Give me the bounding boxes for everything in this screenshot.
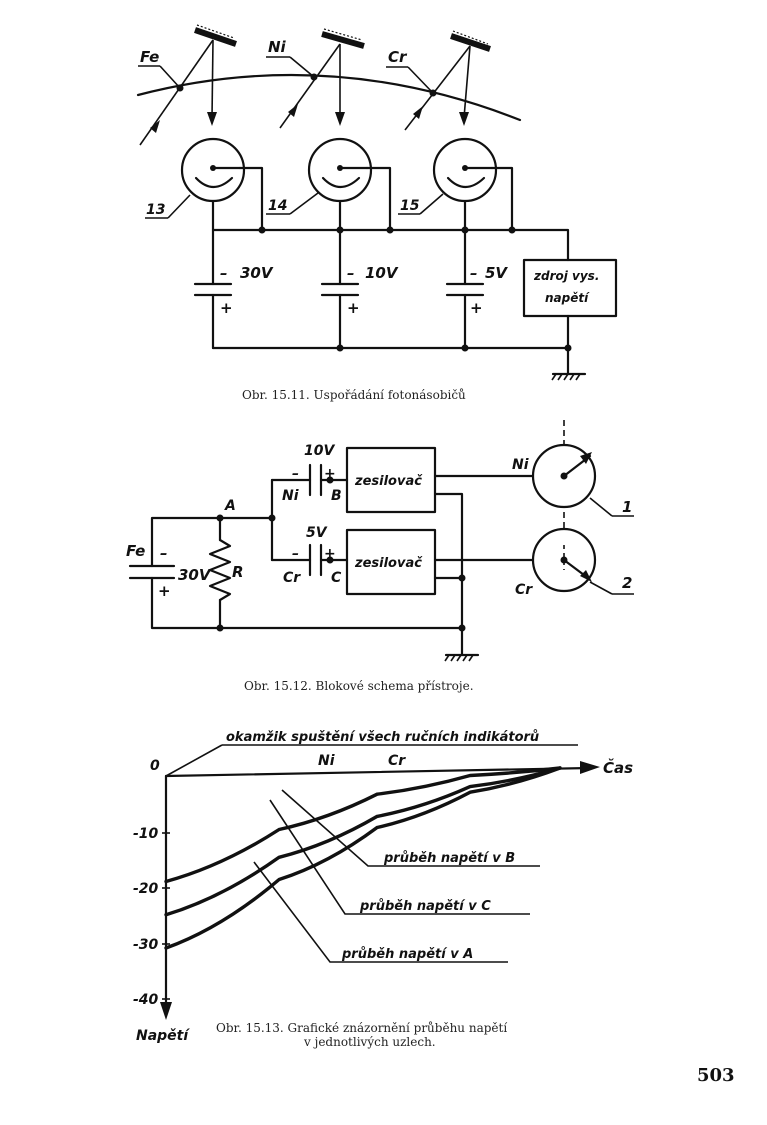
tube-number-13: 13 bbox=[146, 202, 165, 218]
leader-b bbox=[281, 789, 540, 867]
hv-source-box bbox=[522, 258, 618, 318]
fe-plus: + bbox=[158, 582, 171, 600]
plus-30v: + bbox=[220, 299, 233, 317]
battery-10v bbox=[320, 282, 360, 350]
node-c-label: C bbox=[331, 570, 342, 586]
minus-5v: – bbox=[470, 264, 478, 282]
ground-symbol-2 bbox=[444, 653, 480, 662]
fe-label: Fe bbox=[126, 542, 145, 560]
sample-arc bbox=[136, 73, 522, 122]
legend-a: průběh napětí v A bbox=[341, 947, 473, 962]
node-a-label: A bbox=[224, 498, 236, 514]
mirror-cr bbox=[450, 30, 491, 52]
figure-photomultiplier-arrangement: Fe Ni Cr 13 14 bbox=[136, 24, 618, 402]
voltage-axis-label: Napětí bbox=[136, 1028, 190, 1044]
ni-voltage: 10V bbox=[304, 443, 335, 459]
figure-voltage-graph: okamžik spuštění všech ručních indikátor… bbox=[133, 730, 633, 1049]
amplifier-ni-label: zesilovač bbox=[354, 474, 423, 489]
y-tick-neg20: -20 bbox=[133, 881, 159, 897]
ni-output-label: Ni bbox=[512, 457, 529, 473]
curve-voltage-b bbox=[164, 766, 562, 884]
minus-30v: – bbox=[220, 264, 228, 282]
cr-marker-label: Cr bbox=[388, 753, 406, 769]
anode-wire-15 bbox=[490, 166, 514, 232]
voltage-5v: 5V bbox=[485, 264, 508, 282]
photomultiplier-13 bbox=[180, 137, 246, 203]
mirror-fe bbox=[194, 24, 237, 47]
fe-minus: – bbox=[160, 544, 168, 562]
legend-b: průběh napětí v B bbox=[383, 851, 515, 866]
cr-minus: – bbox=[292, 546, 299, 562]
label-fe: Fe bbox=[140, 48, 159, 66]
minus-10v: – bbox=[347, 264, 355, 282]
anode-wire-13 bbox=[238, 166, 264, 232]
anode-wire-14 bbox=[365, 166, 392, 232]
y-tick-0: 0 bbox=[150, 758, 160, 774]
time-axis-arrow bbox=[580, 761, 600, 774]
y-tick-neg10: -10 bbox=[133, 826, 159, 842]
hv-source-label-2: napětí bbox=[545, 291, 590, 305]
caption-fig-15-13-line2: v jednotlivých uzlech. bbox=[303, 1035, 436, 1049]
common-rail bbox=[211, 228, 570, 262]
meter-1-label: 1 bbox=[622, 498, 632, 516]
cr-voltage: 5V bbox=[306, 525, 328, 541]
amplifier-cr bbox=[345, 528, 437, 596]
meter-2 bbox=[531, 512, 597, 593]
ni-minus: – bbox=[292, 466, 299, 482]
leader-c bbox=[269, 799, 530, 915]
caption-fig-15-12: Obr. 15.12. Blokové schema přístroje. bbox=[244, 679, 474, 693]
tube-number-14: 14 bbox=[268, 198, 287, 214]
ni-marker-label: Ni bbox=[318, 753, 335, 769]
time-axis-label: Čas bbox=[603, 757, 633, 777]
plus-5v: + bbox=[470, 299, 483, 317]
photomultiplier-15 bbox=[432, 137, 498, 203]
ground-symbol bbox=[551, 372, 587, 381]
fe-voltage: 30V bbox=[178, 566, 212, 584]
light-ray-fe bbox=[139, 39, 217, 146]
y-tick-neg30: -30 bbox=[133, 937, 159, 953]
meter-2-label: 2 bbox=[622, 574, 632, 592]
caption-fig-15-11: Obr. 15.11. Uspořádání fotonásobičů bbox=[242, 387, 466, 402]
cr-plus: + bbox=[324, 546, 336, 562]
leader-a bbox=[253, 861, 508, 963]
time-axis bbox=[164, 766, 592, 778]
plus-10v: + bbox=[347, 299, 360, 317]
mirror-ni bbox=[321, 28, 365, 49]
amplifier-cr-label: zesilovač bbox=[354, 556, 423, 571]
cr-output-label: Cr bbox=[515, 582, 533, 598]
voltage-30v: 30V bbox=[240, 264, 274, 282]
meter-1 bbox=[531, 420, 597, 509]
legend-c: průběh napětí v C bbox=[359, 899, 491, 914]
curve-voltage-c bbox=[164, 766, 562, 917]
top-annotation: okamžik spuštění všech ručních indikátor… bbox=[226, 730, 539, 745]
amplifier-ni bbox=[345, 446, 437, 514]
battery-5v bbox=[445, 282, 485, 350]
page-number: 503 bbox=[697, 1065, 735, 1086]
figure-block-schema: Fe – + 30V R A 10V – + Ni B 5V – + bbox=[126, 420, 634, 693]
label-ni: Ni bbox=[268, 38, 287, 56]
battery-30v bbox=[193, 282, 233, 350]
y-tick-neg40: -40 bbox=[133, 992, 159, 1008]
caption-fig-15-13-line1: Obr. 15.13. Grafické znázornění průběhu … bbox=[216, 1020, 507, 1035]
resistor-label: R bbox=[232, 563, 244, 581]
label-cr: Cr bbox=[388, 48, 408, 66]
photomultiplier-14 bbox=[307, 137, 373, 203]
cr-branch-label: Cr bbox=[283, 570, 301, 586]
hv-source-label-1: zdroj vys. bbox=[533, 269, 599, 283]
curve-voltage-a bbox=[164, 766, 562, 950]
voltage-10v: 10V bbox=[365, 264, 399, 282]
node-b-label: B bbox=[331, 488, 342, 504]
resistor-r bbox=[208, 538, 232, 602]
ni-branch-label: Ni bbox=[282, 488, 299, 504]
voltage-axis-arrow bbox=[160, 1002, 172, 1020]
ni-plus: + bbox=[324, 466, 336, 482]
tube-number-15: 15 bbox=[400, 198, 420, 214]
